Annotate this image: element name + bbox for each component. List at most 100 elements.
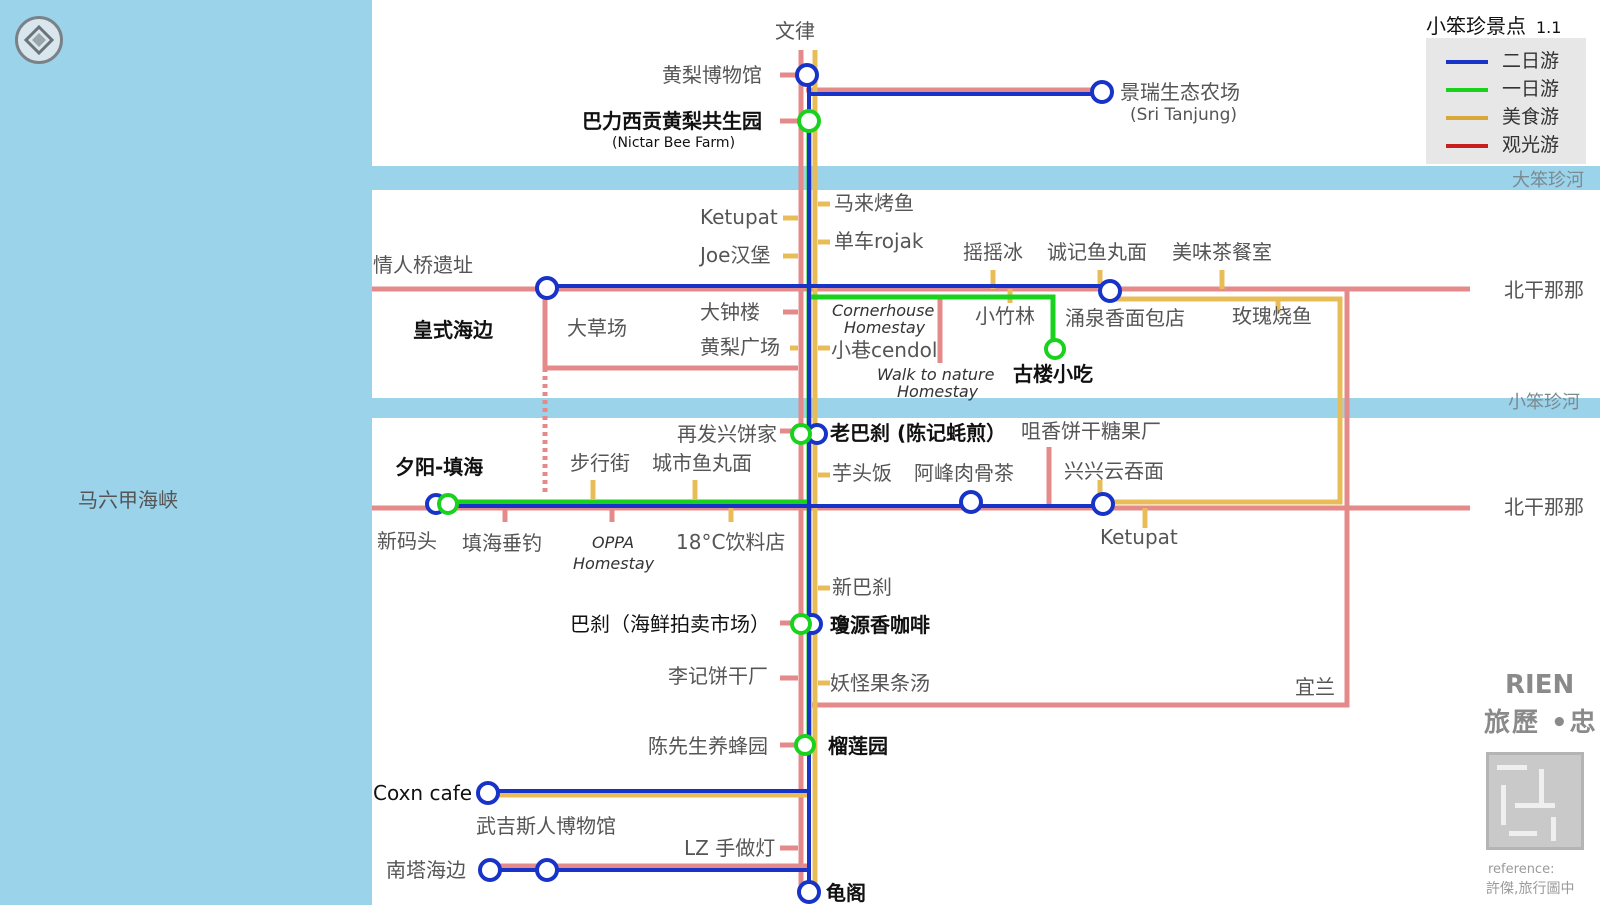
station-afeng[interactable] (959, 490, 983, 514)
big-river (372, 166, 1600, 190)
label-jingrui-farm-en: (Sri Tanjung) (1130, 105, 1237, 125)
label-laobashi: 老巴刹 (陈记蚝煎） (830, 421, 1006, 445)
label-meiwei: 美味茶餐室 (1172, 240, 1272, 264)
label-huangli-museum: 黄梨博物馆 (662, 63, 762, 87)
label-yilan: 宜兰 (1295, 675, 1335, 699)
legend-swatch (1446, 115, 1488, 120)
label-walk-line2: Homestay (897, 382, 979, 401)
label-qiongyuan: 瓊源香咖啡 (830, 613, 930, 637)
label-lz: LZ 手做灯 (684, 836, 775, 860)
label-yaoguai: 妖怪果条汤 (830, 671, 930, 695)
label-ketupat-top: Ketupat (700, 205, 778, 229)
label-dazhonglou: 大钟楼 (700, 300, 760, 324)
small-river (372, 398, 1600, 418)
label-yutoufan: 芋头饭 (832, 461, 892, 485)
label-strait: 马六甲海峡 (78, 488, 178, 512)
label-drinks: 18°C饮料店 (676, 530, 785, 554)
label-coxn: Coxn cafe (373, 781, 472, 805)
station-jingrui-farm[interactable] (1090, 80, 1114, 104)
label-terminal-top: 文律 (775, 19, 815, 43)
strait-sea (0, 0, 372, 905)
label-afeng: 阿峰肉骨茶 (914, 461, 1014, 485)
stations (425, 63, 1122, 904)
legend-item-sightseeing: 观光游 (1446, 130, 1559, 157)
label-danche: 单车rojak (834, 229, 924, 253)
label-lovers-bridge: 情人桥遗址 (373, 253, 473, 277)
legend-item-food: 美食游 (1446, 102, 1559, 129)
label-river-small: 小笨珍河 (1508, 392, 1580, 413)
label-cornerhouse-line1: Cornerhouse (832, 301, 935, 320)
legend-box: 二日游 一日游 美食游 观光游 (1426, 38, 1586, 164)
label-xiaoxiang: 小巷cendol (831, 338, 937, 362)
brand-name: RIEN (1505, 670, 1575, 700)
label-tianhai: 填海垂钓 (462, 531, 542, 555)
label-bashi-market: 巴刹（海鲜拍卖市场） (570, 612, 770, 636)
station-durian[interactable] (794, 734, 816, 756)
station-wujisi[interactable] (535, 858, 559, 882)
label-jingrui-farm: 景瑞生态农场 (1120, 80, 1240, 104)
label-meigui: 玫瑰烧鱼 (1232, 304, 1312, 328)
label-xinbashi: 新巴刹 (832, 575, 892, 599)
navigate-icon (23, 24, 55, 56)
label-cornerhouse: Cornerhouse Homestay (832, 301, 939, 337)
reference-text: 許傑,旅行圖中 (1486, 881, 1575, 897)
label-xiaozhulin: 小竹林 (975, 304, 1035, 328)
station-huangli-museum[interactable] (795, 63, 819, 87)
label-malai: 马来烤鱼 (834, 191, 914, 215)
label-wujisi: 武吉斯人博物馆 (476, 814, 616, 838)
map-home-button[interactable] (15, 16, 63, 64)
label-oppa-line1: OPPA (592, 533, 634, 552)
station-guige[interactable] (797, 880, 821, 904)
reference-label: reference: (1488, 862, 1555, 877)
station-bali-farm[interactable] (797, 109, 821, 133)
label-walk: Walk to nature Homestay (877, 365, 1000, 401)
label-buxingjie: 步行街 (570, 451, 630, 475)
label-zanxiang: 咀香饼干糖果厂 (1021, 419, 1161, 443)
label-dacaochang: 大草场 (567, 316, 627, 340)
label-ketupat-bottom: Ketupat (1100, 525, 1178, 549)
station-gulou[interactable] (1044, 338, 1066, 360)
label-xinmatou: 新码头 (377, 529, 437, 553)
label-bali-farm: 巴力西贡黄梨共生园 (582, 109, 762, 133)
label-xingxing: 兴兴云吞面 (1064, 459, 1164, 483)
label-guige: 龟阁 (826, 881, 866, 905)
legend-item-one-day: 一日游 (1446, 74, 1559, 101)
label-chengji: 诚记鱼丸面 (1047, 240, 1147, 264)
legend-version: 1.1 (1536, 18, 1562, 37)
label-huangliguangchang: 黄梨广场 (700, 335, 780, 359)
label-sunset: 夕阳-填海 (395, 455, 483, 479)
label-oppa-line2: Homestay (573, 554, 655, 573)
legend-swatch (1446, 87, 1488, 92)
label-north-road-1: 北干那那 (1504, 278, 1584, 302)
label-bali-farm-en: (Nictar Bee Farm) (612, 135, 735, 151)
label-zaifa: 再发兴饼家 (677, 422, 777, 446)
legend-swatch (1446, 143, 1488, 148)
legend-swatch (1446, 59, 1488, 64)
label-yongquan: 涌泉香面包店 (1065, 306, 1185, 330)
station-yongquan[interactable] (1098, 279, 1122, 303)
label-river-big: 大笨珍河 (1512, 170, 1584, 191)
station-xingxing[interactable] (1091, 492, 1115, 516)
station-zaifa[interactable] (790, 423, 812, 445)
brand-subtitle: 旅歷 •忠 (1484, 708, 1598, 738)
label-cornerhouse-line2: Homestay (844, 318, 926, 337)
seal-stamp (1486, 752, 1584, 850)
label-chenxiansheng: 陈先生养蜂园 (648, 734, 768, 758)
label-chengshi: 城市鱼丸面 (652, 451, 752, 475)
label-joe: Joe汉堡 (698, 243, 770, 267)
label-oppa: OPPA Homestay (573, 533, 655, 573)
station-sunset[interactable] (437, 493, 459, 515)
label-durian: 榴莲园 (828, 734, 888, 758)
label-gulou: 古楼小吃 (1013, 362, 1093, 386)
station-nanta[interactable] (478, 858, 502, 882)
legend-item-two-day: 二日游 (1446, 46, 1559, 73)
station-lovers-bridge[interactable] (535, 276, 559, 300)
label-royal-beach: 皇式海边 (413, 318, 494, 342)
label-liji: 李记饼干厂 (668, 664, 768, 688)
two-day-lines (437, 75, 1110, 891)
station-coxn[interactable] (476, 781, 500, 805)
station-bashi-market[interactable] (790, 613, 812, 635)
label-nanta: 南塔海边 (386, 858, 466, 882)
